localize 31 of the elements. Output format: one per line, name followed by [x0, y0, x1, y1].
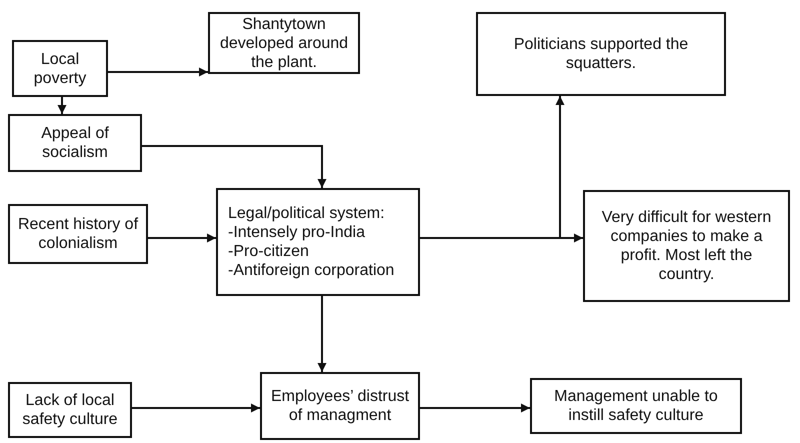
box-text: Politicians supported the squatters.	[512, 35, 690, 73]
box-text: Appeal of socialism	[40, 124, 110, 162]
box-text: -Intensely pro-India	[228, 223, 365, 242]
process-box	[530, 378, 742, 434]
box-text: Local poverty	[32, 50, 88, 88]
process-box	[260, 372, 420, 440]
arrow	[108, 68, 208, 76]
process-box	[208, 12, 360, 74]
arrow	[420, 404, 530, 412]
box-text: Very difficult for western companies to make a profit. Most left the country.	[600, 208, 772, 284]
arrow	[148, 234, 216, 242]
box-text: -Pro-citizen	[228, 242, 309, 261]
process-box	[216, 188, 420, 296]
box-text: Recent history of colonialism	[16, 215, 140, 253]
process-box	[12, 40, 108, 97]
arrow	[132, 404, 260, 412]
process-box	[8, 114, 142, 172]
process-box	[8, 204, 148, 264]
process-box	[583, 190, 790, 302]
box-text: Shantytown developed around the plant.	[218, 14, 350, 72]
box-text: Employees’ distrust of managment	[270, 387, 410, 425]
process-box	[8, 382, 132, 438]
arrow	[420, 96, 564, 239]
arrow	[142, 145, 326, 188]
process-box	[476, 12, 726, 96]
arrow	[318, 296, 326, 372]
box-text: Lack of local safety culture	[21, 391, 119, 429]
box-text: Management unable to instill safety culture	[553, 387, 719, 425]
box-heading: Legal/political system:	[228, 204, 385, 223]
box-text: -Antiforeign corporation	[228, 261, 394, 280]
arrow	[58, 97, 66, 114]
